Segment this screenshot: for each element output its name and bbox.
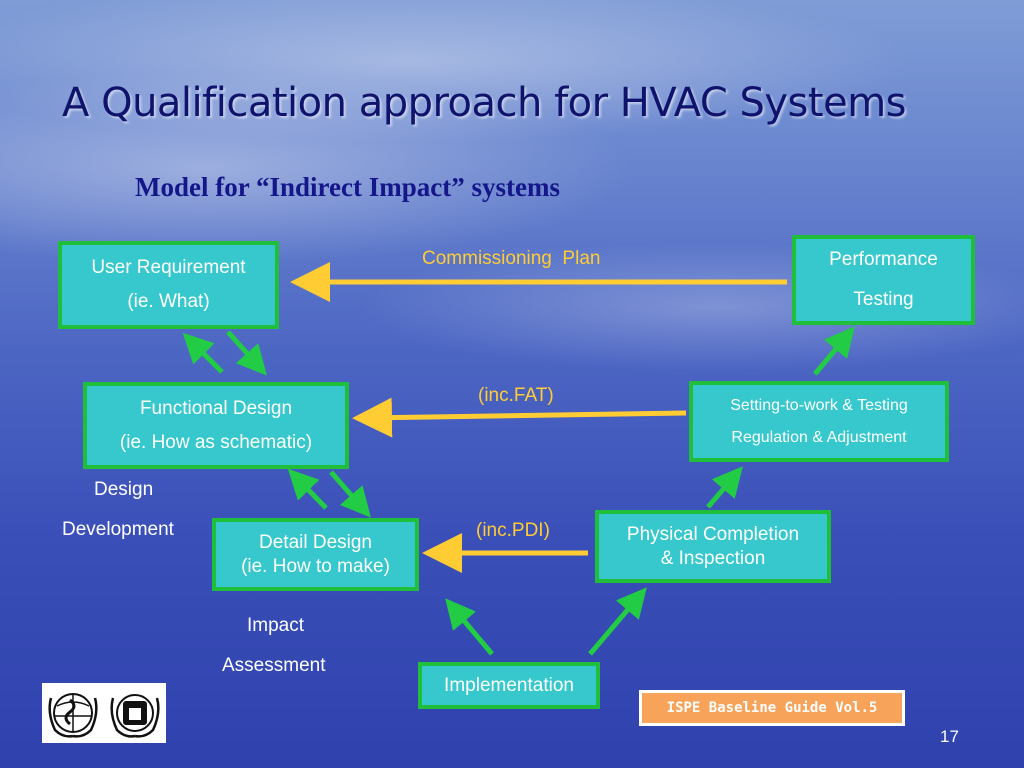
box-line: Physical Completion xyxy=(626,523,800,545)
box-line: Setting-to-work & Testing xyxy=(730,396,908,414)
fd-to-ur-arrow xyxy=(182,332,224,374)
pc-to-stw-arrow xyxy=(706,466,743,509)
detail-design-box: Detail Design (ie. How to make) xyxy=(212,518,419,591)
box-line: Implementation xyxy=(444,674,574,696)
unesco-emblem-icon xyxy=(110,694,160,738)
implementation-box: Implementation xyxy=(418,662,600,709)
box-line: (ie. What) xyxy=(127,291,210,312)
box-line: Functional Design xyxy=(139,397,293,419)
performance-testing-box: Performance Testing xyxy=(792,235,975,325)
commissioning-plan-label: Commissioning Plan xyxy=(422,248,601,269)
page-number: 17 xyxy=(940,727,959,746)
functional-design-box: Functional Design (ie. How as schematic) xyxy=(83,382,349,469)
impl-to-pc-arrow xyxy=(588,587,647,656)
impact-label: Impact xyxy=(247,615,305,636)
box-line: (ie. How as schematic) xyxy=(119,431,313,453)
inc-fat-label: (inc.FAT) xyxy=(478,385,554,406)
inc-pdi-label: (inc.PDI) xyxy=(476,520,550,541)
ur-to-fd-arrow xyxy=(226,330,268,376)
reference-badge: ISPE Baseline Guide Vol.5 xyxy=(639,690,905,726)
physical-completion-box: Physical Completion & Inspection xyxy=(595,510,831,583)
box-line: Testing xyxy=(853,289,914,310)
box-line: Regulation & Adjustment xyxy=(731,428,907,446)
impl-to-dd-arrow xyxy=(445,598,494,656)
box-line: Detail Design xyxy=(259,531,372,553)
design-label: Design xyxy=(94,479,154,500)
box-line: & Inspection xyxy=(660,547,766,569)
setting-to-work-box: Setting-to-work & Testing Regulation & A… xyxy=(689,381,949,462)
slide-title: A Qualification approach for HVAC System… xyxy=(62,80,907,126)
user-requirement-box: User Requirement (ie. What) xyxy=(58,241,279,329)
who-emblem-icon xyxy=(48,693,98,738)
box-line: (ie. How to make) xyxy=(241,555,390,577)
assessment-label: Assessment xyxy=(222,655,326,676)
box-line: Performance xyxy=(829,249,938,270)
box-line: User Requirement xyxy=(91,257,246,278)
logos-panel xyxy=(42,683,166,743)
stw-to-pt-arrow xyxy=(813,326,855,376)
dd-to-fd-arrow xyxy=(287,468,328,510)
fat-arrow xyxy=(352,397,687,438)
fd-to-dd-arrow xyxy=(329,470,371,518)
slide-subtitle: Model for “Indirect Impact” systems xyxy=(135,172,560,202)
development-label: Development xyxy=(62,519,174,540)
